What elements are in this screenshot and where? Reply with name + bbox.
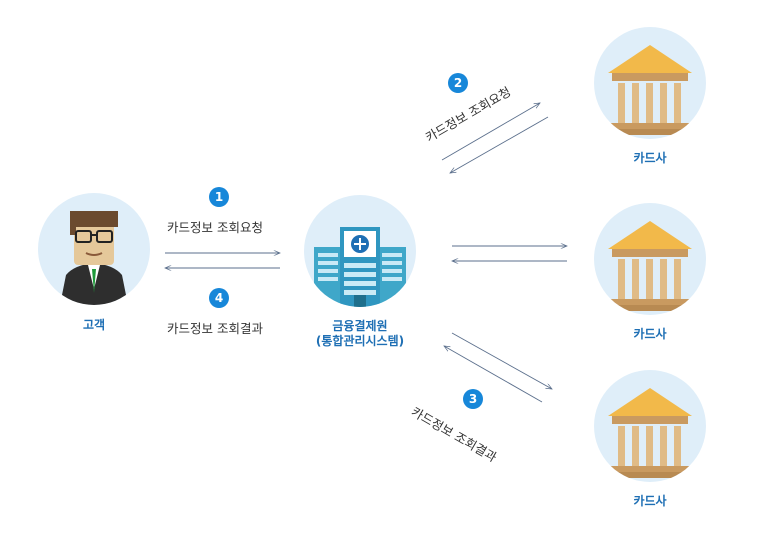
card-company-label-3: 카드사 xyxy=(633,494,667,508)
step-badge-1: 1 xyxy=(209,187,229,207)
card-company-label-2: 카드사 xyxy=(633,327,667,341)
step-badge-4: 4 xyxy=(209,288,229,308)
arrow-request-center-to-card1 xyxy=(441,103,540,161)
center-label-system: (통합관리시스템) xyxy=(315,334,405,348)
arrow-result-card3-to-center xyxy=(444,346,543,403)
office-building-icon xyxy=(314,227,406,307)
bank-building-icon xyxy=(606,45,694,135)
bank-building-icon xyxy=(606,221,694,311)
customer-node: 고객 xyxy=(38,193,150,333)
center-circle xyxy=(304,195,416,307)
card-company-label-1: 카드사 xyxy=(633,151,667,165)
customer-circle xyxy=(38,193,150,305)
card-company-circle-2 xyxy=(594,203,706,315)
center-label-name: 금융결제원 xyxy=(332,319,388,333)
card-company-node-1: 카드사 xyxy=(594,27,706,172)
card-company-circle-3 xyxy=(594,370,706,482)
card-company-node-3: 카드사 xyxy=(594,370,706,515)
step-label-1: 카드정보 조회요청 xyxy=(167,220,263,235)
card-company-circle-1 xyxy=(594,27,706,139)
card-company-node-2: 카드사 xyxy=(594,203,706,348)
step-badge-3: 3 xyxy=(463,389,483,409)
step-label-4: 카드정보 조회결과 xyxy=(167,321,263,336)
bank-building-icon xyxy=(606,388,694,478)
man-with-glasses-icon xyxy=(60,211,128,305)
center-node: 금융결제원 (통합관리시스템) xyxy=(302,195,418,355)
customer-label: 고객 xyxy=(82,318,106,332)
step-badge-2: 2 xyxy=(448,73,468,93)
arrow-request-center-to-card3 xyxy=(451,332,552,389)
arrow-result-card1-to-center xyxy=(450,116,549,173)
